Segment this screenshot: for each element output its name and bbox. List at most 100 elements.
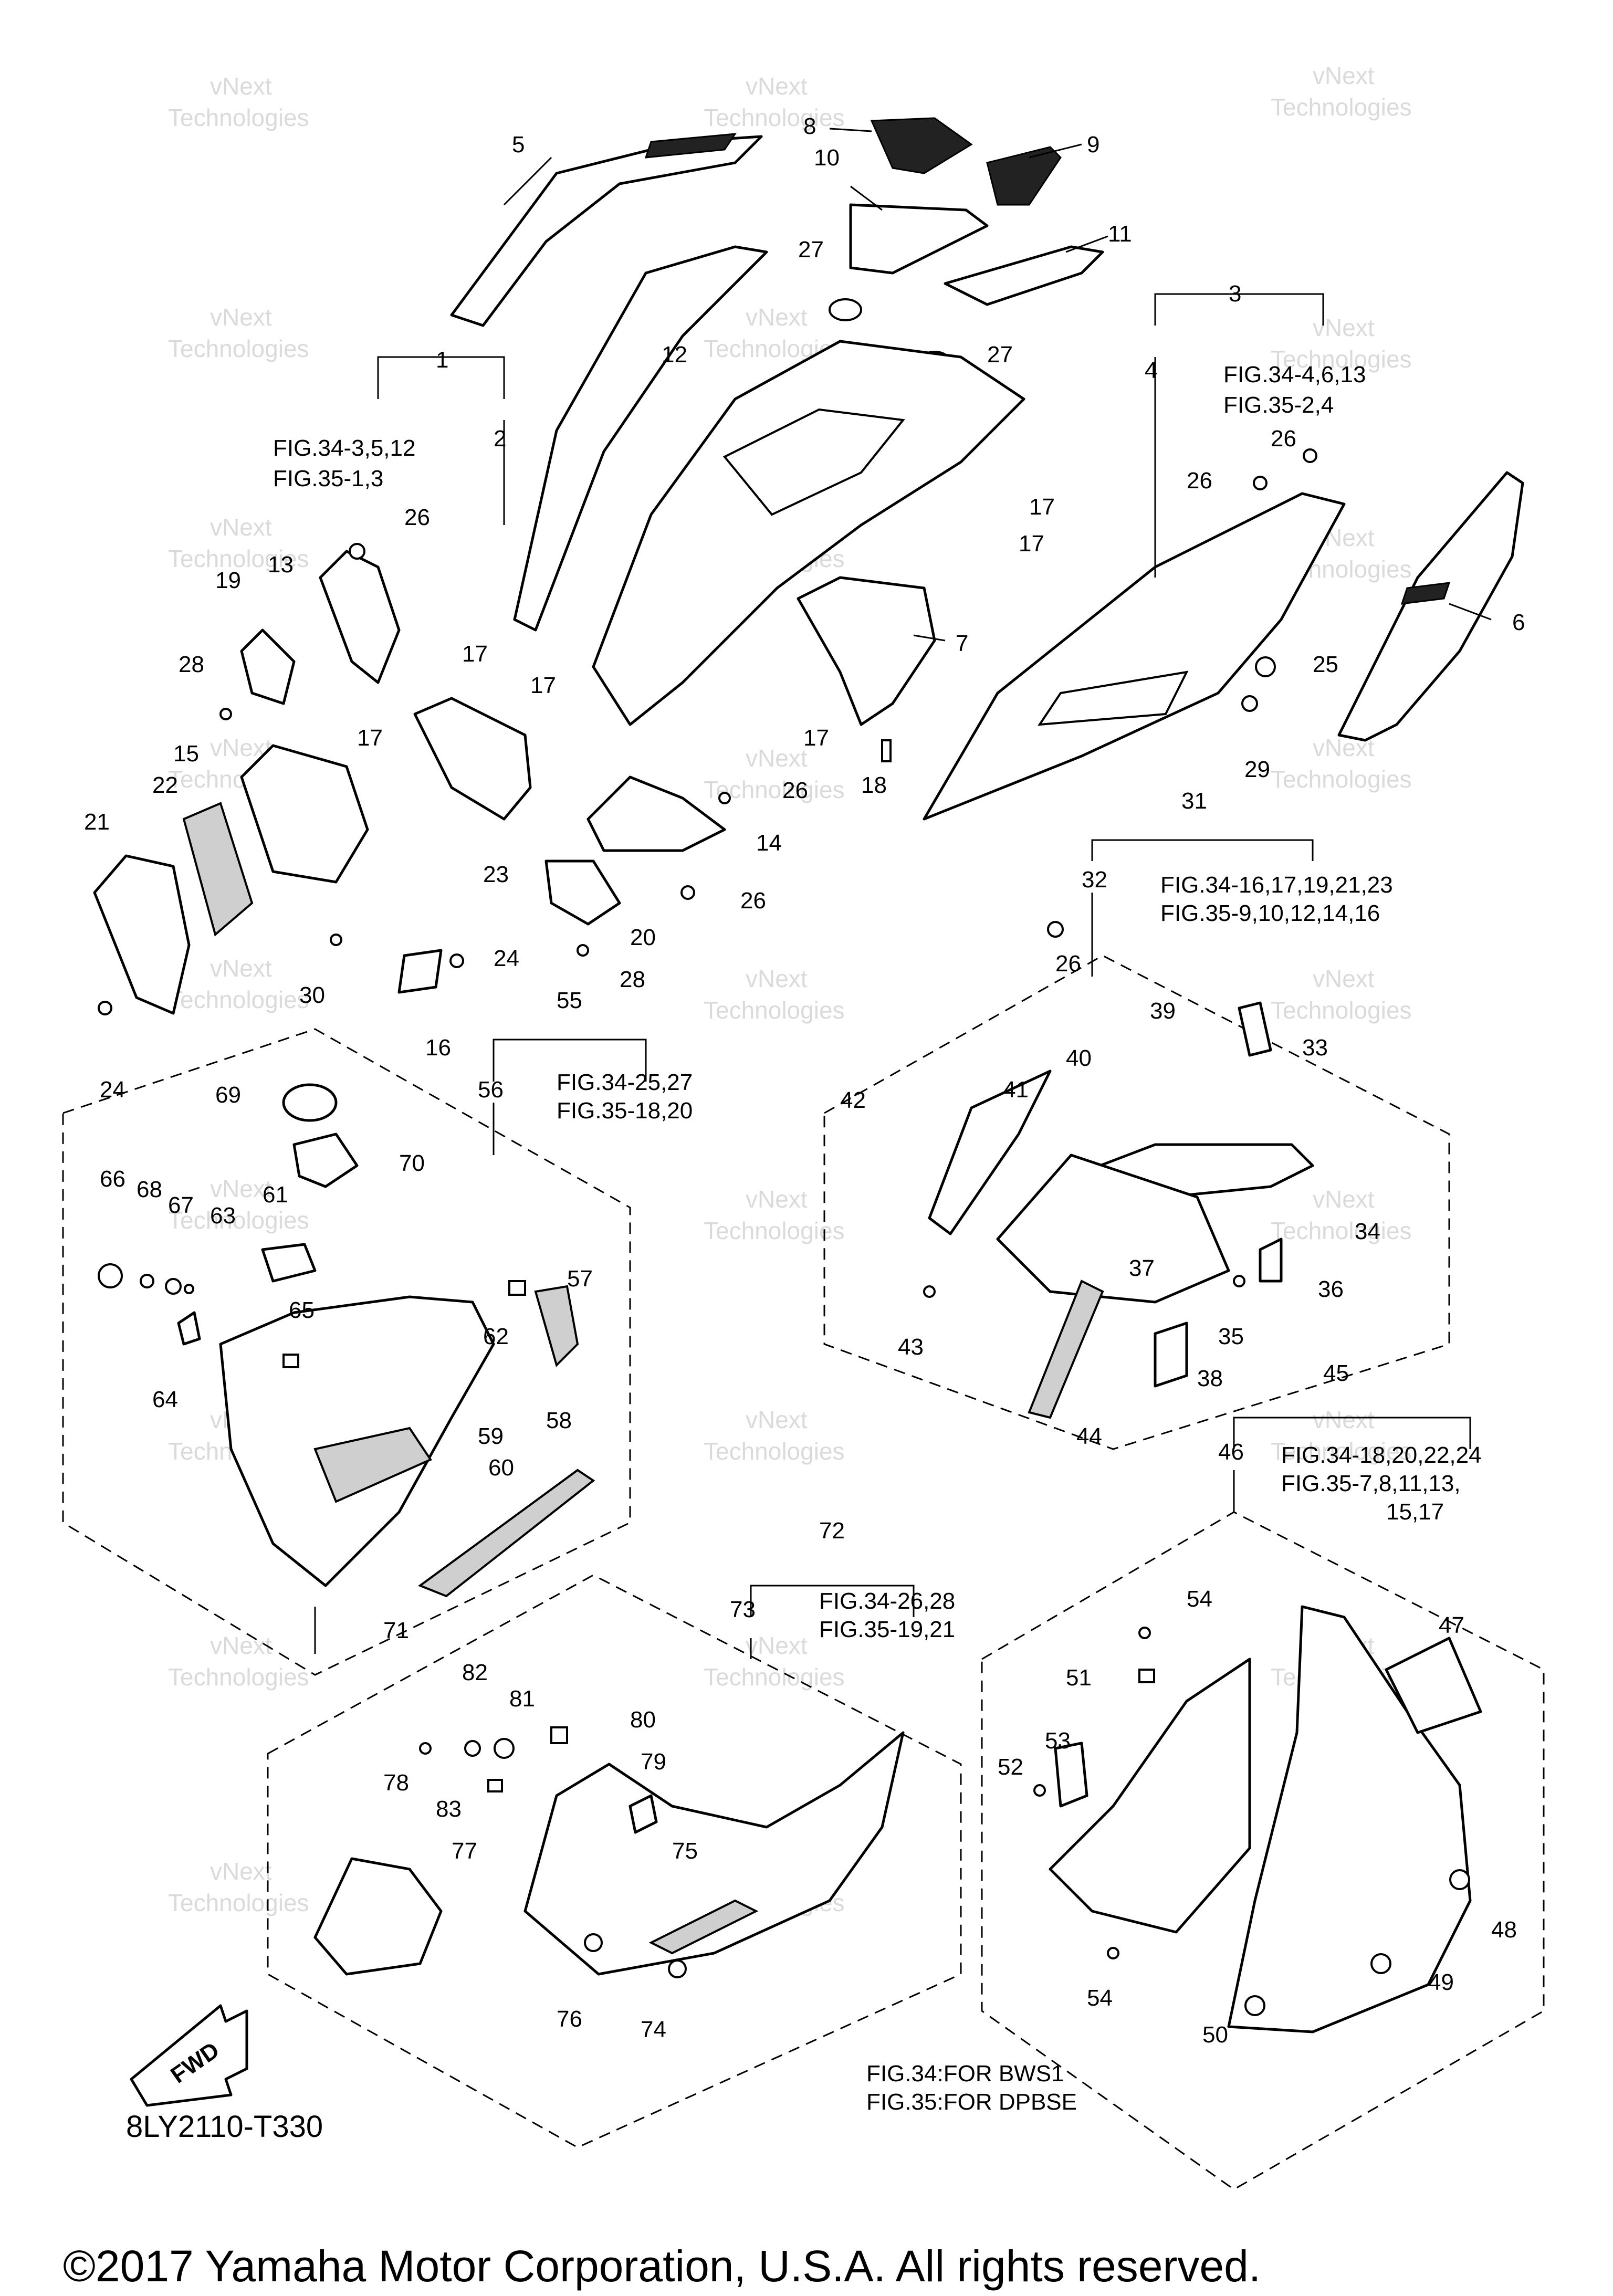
callout-10: 10 bbox=[814, 145, 840, 171]
part-36-clip bbox=[1259, 1238, 1283, 1283]
watermark-text: vNext bbox=[746, 1406, 808, 1433]
leader-line bbox=[503, 156, 552, 206]
callout-56: 56 bbox=[478, 1077, 504, 1103]
leader-line bbox=[493, 1039, 647, 1082]
part-54-screw bbox=[1138, 1627, 1151, 1639]
reference-1b: FIG.35-1,3 bbox=[273, 466, 383, 491]
part-65-clip bbox=[282, 1354, 299, 1368]
part-18-clip bbox=[881, 739, 892, 762]
callout-72: 72 bbox=[819, 1518, 845, 1544]
callout-26: 26 bbox=[1055, 951, 1081, 977]
callout-83: 83 bbox=[436, 1796, 462, 1822]
callout-28: 28 bbox=[620, 967, 645, 992]
part-30-screw bbox=[330, 934, 342, 946]
callout-19: 19 bbox=[215, 568, 241, 593]
part-74-plug bbox=[668, 1959, 687, 1978]
watermark-text: Technologies bbox=[1271, 766, 1412, 793]
reference-31b: FIG.35-9,10,12,14,16 bbox=[1160, 900, 1380, 926]
callout-60: 60 bbox=[488, 1455, 514, 1481]
callout-66: 66 bbox=[100, 1166, 125, 1192]
part-52-screw bbox=[1033, 1784, 1046, 1797]
part-76-plug bbox=[584, 1933, 603, 1952]
part-12-front-cowl bbox=[592, 340, 1025, 726]
callout-24: 24 bbox=[494, 946, 519, 971]
callout-40: 40 bbox=[1066, 1045, 1092, 1071]
leader-line bbox=[1449, 603, 1492, 621]
callout-47: 47 bbox=[1439, 1612, 1464, 1638]
part-44-mesh bbox=[1028, 1280, 1104, 1419]
callout-65: 65 bbox=[289, 1297, 315, 1323]
reference-55a: FIG.34-25,27 bbox=[557, 1070, 693, 1095]
callout-74: 74 bbox=[641, 2017, 666, 2042]
leader-line bbox=[377, 356, 505, 399]
part-35-screw bbox=[1233, 1275, 1245, 1287]
part-80-clip bbox=[550, 1726, 568, 1744]
watermark-text: vNext bbox=[1313, 62, 1375, 89]
part-26-nut bbox=[1303, 448, 1317, 463]
part-26-nut bbox=[1047, 921, 1064, 938]
callout-43: 43 bbox=[898, 1334, 924, 1360]
part-63-screw bbox=[184, 1284, 194, 1294]
part-33-trim bbox=[1238, 1001, 1272, 1057]
part-81-damper bbox=[494, 1738, 515, 1759]
watermark-text: vNext bbox=[210, 303, 272, 331]
part-13-bracket bbox=[319, 550, 401, 684]
callout-17: 17 bbox=[1019, 531, 1044, 557]
part-16-emblem bbox=[397, 949, 443, 994]
part-23-panel bbox=[413, 697, 532, 821]
leader-line bbox=[913, 634, 946, 642]
callout-15: 15 bbox=[173, 741, 199, 767]
callout-64: 64 bbox=[152, 1387, 178, 1412]
watermark-text: vNext bbox=[210, 513, 272, 541]
copyright: ©2017 Yamaha Motor Corporation, U.S.A. A… bbox=[63, 2241, 1261, 2291]
callout-21: 21 bbox=[84, 809, 110, 835]
watermark-text: vNext bbox=[1313, 314, 1375, 341]
callout-17: 17 bbox=[462, 641, 488, 667]
callout-51: 51 bbox=[1066, 1665, 1092, 1691]
part-4-main-panel bbox=[923, 492, 1346, 821]
part-inner-frame bbox=[1049, 1658, 1251, 1934]
part-10-duct bbox=[849, 203, 989, 275]
upper-cowling-assembly bbox=[93, 117, 1524, 1015]
part-4-accent bbox=[1038, 670, 1189, 726]
watermark-text: vNext bbox=[746, 1632, 808, 1659]
note-fig35: FIG.35:FOR DPBSE bbox=[866, 2089, 1077, 2115]
callout-28: 28 bbox=[179, 652, 204, 677]
leader-line bbox=[1029, 143, 1082, 159]
callout-17: 17 bbox=[803, 725, 829, 751]
part-callouts: 1 2 3 4 5 6 7 8 9 10 11 12 13 14 15 16 1… bbox=[84, 113, 1525, 2048]
reference-31a: FIG.34-16,17,19,21,23 bbox=[1160, 872, 1393, 898]
part-24-screw bbox=[449, 953, 464, 968]
callout-6: 6 bbox=[1512, 610, 1525, 635]
reference-72a: FIG.34-26,28 bbox=[819, 1588, 955, 1614]
callout-46: 46 bbox=[1218, 1439, 1244, 1465]
part-77-clip bbox=[487, 1779, 503, 1792]
watermark-text: Technologies bbox=[704, 1438, 845, 1465]
callout-55: 55 bbox=[557, 988, 582, 1013]
callout-80: 80 bbox=[630, 1707, 656, 1733]
callout-81: 81 bbox=[509, 1686, 535, 1712]
part-43-screw bbox=[923, 1285, 936, 1298]
callout-57: 57 bbox=[567, 1266, 593, 1292]
reference-55b: FIG.35-18,20 bbox=[557, 1098, 693, 1124]
callout-42: 42 bbox=[840, 1087, 866, 1113]
part-9-grille bbox=[986, 146, 1062, 206]
callout-17: 17 bbox=[530, 673, 556, 698]
leader-line bbox=[1233, 1417, 1471, 1449]
callout-18: 18 bbox=[861, 772, 887, 798]
watermark-text: Technologies bbox=[704, 104, 845, 131]
reference-1a: FIG.34-3,5,12 bbox=[273, 435, 415, 461]
part-14-bracket bbox=[586, 775, 726, 852]
part-26-nut bbox=[349, 543, 365, 560]
callout-68: 68 bbox=[137, 1177, 162, 1202]
part-2-side-panel bbox=[513, 245, 768, 632]
callout-73: 73 bbox=[730, 1597, 756, 1622]
part-50-plug bbox=[1244, 1995, 1265, 2016]
part-49-plug bbox=[1370, 1953, 1391, 1974]
leader-line bbox=[1154, 293, 1324, 326]
part-15-inner bbox=[240, 744, 369, 884]
callout-54: 54 bbox=[1187, 1586, 1212, 1612]
callout-1: 1 bbox=[436, 347, 448, 373]
callout-31: 31 bbox=[1181, 788, 1207, 814]
part-70-ring bbox=[292, 1133, 359, 1188]
